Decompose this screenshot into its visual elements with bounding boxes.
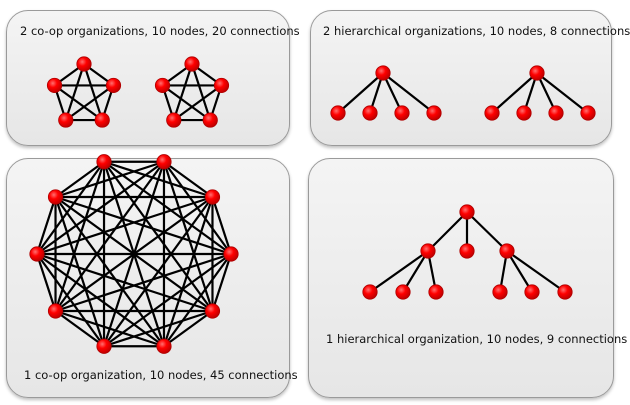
coop-10-node: [156, 154, 172, 170]
coop-10-edge: [35, 252, 57, 313]
coop-10-node: [156, 338, 172, 354]
coop-10-edge: [102, 309, 214, 348]
coop-10-node: [47, 303, 64, 319]
hier-4-a-node: [426, 105, 442, 121]
coop-10-edge: [54, 195, 233, 256]
coop-10-edge: [102, 160, 233, 256]
coop-5-a-node: [94, 112, 110, 128]
coop-10-node: [223, 246, 239, 262]
coop-10-edge: [211, 252, 233, 313]
coop-10-edge: [54, 195, 106, 348]
hier-10-edge: [426, 210, 469, 253]
coop-10-node: [47, 189, 64, 205]
hier-10-node: [499, 243, 515, 259]
hier-4-b-node: [580, 105, 596, 121]
coop-10-edge: [102, 252, 233, 348]
hier-4-b-node: [529, 65, 545, 81]
hier-10-edge: [401, 249, 430, 294]
coop-10-edge: [35, 252, 214, 313]
coop-10-node: [29, 246, 45, 262]
hier-10-node: [557, 284, 573, 300]
coop-10-edge: [54, 252, 233, 313]
coop-10-edge: [54, 195, 214, 313]
caption-two-coop: 2 co-op organizations, 10 nodes, 20 conn…: [20, 24, 300, 38]
hier-4-b-node: [548, 105, 564, 121]
hier-4-a-node: [375, 65, 391, 81]
hier-10-edge: [505, 249, 567, 294]
coop-10-node: [96, 338, 112, 354]
hier-10-edge: [368, 249, 430, 294]
hier-10-edge: [465, 210, 509, 253]
coop-5-b-edge: [172, 84, 223, 122]
coop-10-edge: [35, 160, 166, 256]
hier-10-node: [492, 284, 508, 300]
panel-one-hierarchical: [308, 158, 614, 398]
hier-10-node: [524, 284, 540, 300]
coop-10-edge: [54, 160, 166, 199]
hier-10-node: [459, 204, 475, 220]
coop-10-edge: [35, 252, 106, 348]
coop-5-b-edge: [161, 84, 212, 122]
coop-5-a-edge: [53, 84, 104, 122]
hier-10-node: [428, 284, 444, 300]
coop-10-node: [96, 154, 112, 170]
hier-10-edge: [505, 249, 534, 294]
coop-10-edge: [54, 309, 106, 348]
coop-10-edge: [54, 160, 106, 313]
hier-4-a-edge: [336, 71, 385, 115]
hier-10-node: [420, 243, 436, 259]
coop-5-a-edge: [82, 62, 104, 122]
hier-4-a-edge: [381, 71, 436, 115]
hier-4-a-node: [330, 105, 346, 121]
coop-5-b-node: [184, 56, 200, 72]
coop-5-a-node: [105, 77, 122, 94]
coop-10-edge: [54, 309, 166, 348]
coop-10-edge: [162, 160, 214, 313]
hier-4-b-edge: [490, 71, 539, 115]
coop-10-edge: [162, 195, 214, 348]
hier-10-node: [362, 284, 378, 300]
hier-10-node: [459, 243, 475, 259]
coop-5-b-edge: [190, 62, 212, 122]
caption-two-hierarchical: 2 hierarchical organizations, 10 nodes, …: [323, 24, 630, 38]
hier-4-a-node: [362, 105, 378, 121]
coop-5-a-node: [58, 112, 74, 128]
coop-5-b-node: [213, 77, 230, 94]
coop-5-a-edge: [64, 62, 86, 122]
hier-4-b-edge: [535, 71, 590, 115]
coop-5-b-edge: [172, 62, 194, 122]
coop-10-node: [204, 303, 221, 319]
coop-10-node: [204, 189, 221, 205]
coop-10-edge: [162, 309, 214, 348]
coop-5-b-node: [166, 112, 182, 128]
panel-two-hierarchical: [310, 10, 612, 146]
coop-10-edge: [162, 160, 214, 199]
coop-5-b-node: [202, 112, 218, 128]
coop-5-a-edge: [64, 84, 115, 122]
hier-4-b-node: [484, 105, 500, 121]
caption-one-hierarchical: 1 hierarchical organization, 10 nodes, 9…: [326, 332, 628, 346]
caption-one-coop: 1 co-op organization, 10 nodes, 45 conne…: [24, 368, 298, 382]
hier-4-b-node: [516, 105, 532, 121]
coop-5-a-node: [76, 56, 92, 72]
coop-10-edge: [35, 252, 166, 348]
coop-10-edge: [54, 160, 106, 199]
hier-10-node: [395, 284, 411, 300]
coop-10-edge: [211, 195, 233, 256]
coop-5-b-node: [154, 77, 171, 94]
coop-10-edge: [35, 195, 57, 256]
coop-10-edge: [35, 195, 214, 256]
coop-10-edge: [54, 195, 166, 348]
hier-4-a-node: [394, 105, 410, 121]
coop-5-a-node: [46, 77, 63, 94]
